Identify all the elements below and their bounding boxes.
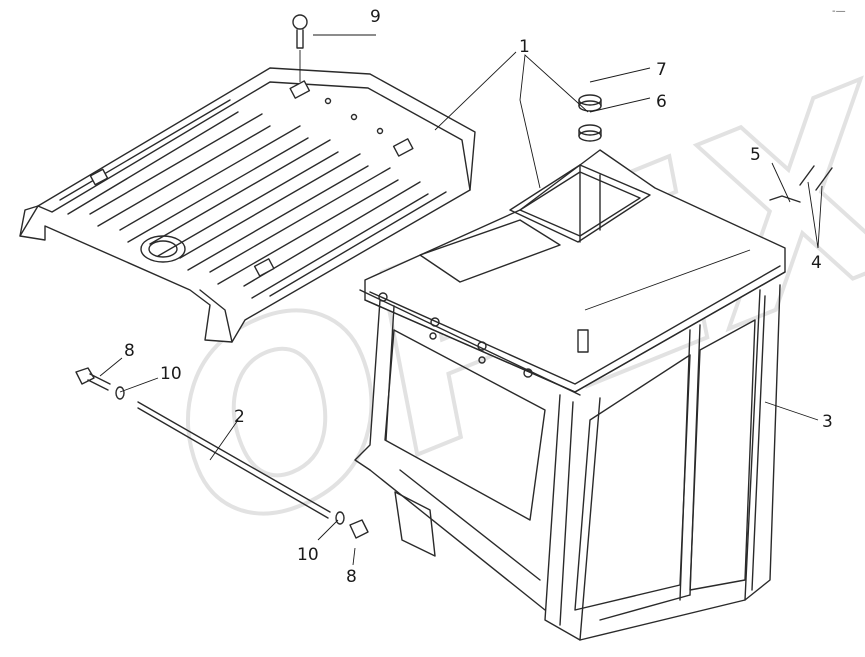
mount-pad xyxy=(392,138,414,157)
callout-washer-upper: 7 xyxy=(656,60,667,80)
callout-bolt-right: 8 xyxy=(346,567,357,587)
frame-bolts xyxy=(378,292,533,378)
callout-eye-bolt: 9 xyxy=(370,7,381,27)
mount-pad xyxy=(253,258,275,277)
single-pin xyxy=(769,195,801,203)
leader-lines xyxy=(99,34,823,566)
lower-opening xyxy=(394,491,436,557)
mount-pad xyxy=(89,168,109,186)
callout-bolt-left: 8 xyxy=(124,341,135,361)
washer-upper xyxy=(578,94,602,112)
tie-rod xyxy=(137,401,331,519)
bolt-right xyxy=(349,519,369,539)
round-hatch xyxy=(140,235,186,263)
callout-washer-left: 10 xyxy=(160,364,182,384)
roof-panel xyxy=(19,67,476,343)
callout-washer-lower: 6 xyxy=(656,92,667,112)
callout-roof-panel: 1 xyxy=(519,37,530,57)
callout-cab-frame: 3 xyxy=(822,412,833,432)
side-window-opening xyxy=(574,354,691,611)
pins xyxy=(769,165,833,203)
panel-ribs xyxy=(59,99,447,299)
washer-lower xyxy=(578,124,602,142)
eye-bolt xyxy=(292,14,308,49)
corner-mark: -— xyxy=(832,6,846,17)
pin xyxy=(799,165,815,186)
washer-right xyxy=(335,511,345,525)
pin xyxy=(815,167,833,191)
callout-tie-rod: 2 xyxy=(234,407,245,427)
cab-frame xyxy=(354,149,786,641)
windshield-opening xyxy=(384,329,546,521)
roof-bracket xyxy=(577,329,589,353)
washer-left xyxy=(115,386,125,400)
panel-holes xyxy=(324,97,384,135)
mount-pad xyxy=(289,80,311,99)
callout-pins-pair: 4 xyxy=(811,253,822,273)
callout-washer-right: 10 xyxy=(297,545,319,565)
callouts: 1 2 3 4 5 6 7 8 8 9 10 10 xyxy=(124,7,833,587)
callout-single-pin: 5 xyxy=(750,145,761,165)
roof-hatch xyxy=(509,164,651,243)
bolt-left xyxy=(75,367,111,391)
